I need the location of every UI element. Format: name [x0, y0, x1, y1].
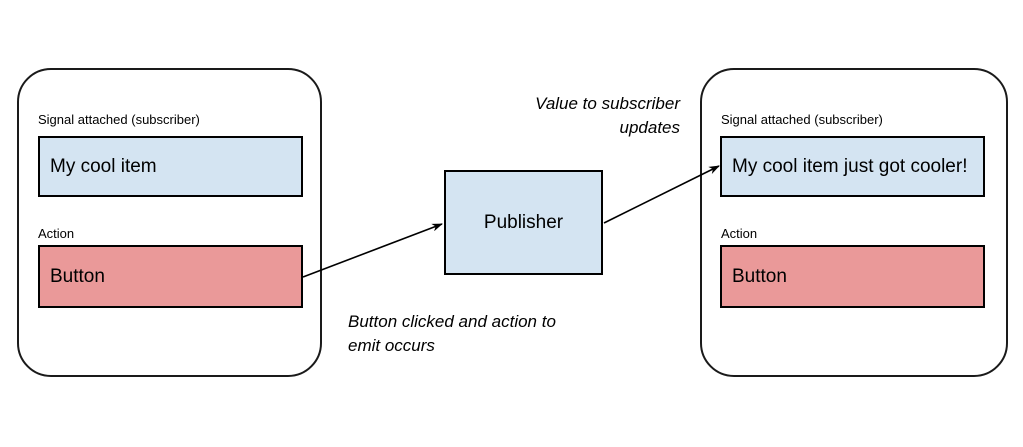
panel-after — [700, 68, 1008, 377]
annotation-button-clicked-line1: Button clicked and action to — [348, 312, 556, 331]
publisher-label: Publisher — [483, 211, 564, 233]
signal-value-box-after: My cool item just got cooler! — [720, 136, 985, 197]
panel-before — [17, 68, 322, 377]
action-button-after[interactable]: Button — [720, 245, 985, 308]
signal-value-box-before: My cool item — [38, 136, 303, 197]
action-button-before[interactable]: Button — [38, 245, 303, 308]
annotation-value-updates-line2: updates — [619, 118, 681, 137]
action-label-before: Action — [38, 226, 75, 241]
signal-value-text-before: My cool item — [50, 155, 157, 177]
annotation-value-updates: Value to subscriber updates — [460, 92, 680, 140]
publisher-box: Publisher — [444, 170, 603, 275]
annotation-value-updates-line1: Value to subscriber — [535, 94, 680, 113]
signal-label-before: Signal attached (subscriber) — [38, 112, 200, 127]
signal-label-after: Signal attached (subscriber) — [721, 112, 883, 127]
action-label-after: Action — [721, 226, 758, 241]
arrow-publisher-to-subscriber — [603, 165, 720, 224]
signal-value-text-after: My cool item just got cooler! — [732, 155, 968, 177]
action-button-text-after: Button — [732, 265, 787, 287]
arrow-button-to-publisher — [302, 223, 443, 278]
annotation-button-clicked-line2: emit occurs — [348, 336, 435, 355]
action-button-text-before: Button — [50, 265, 105, 287]
annotation-button-clicked: Button clicked and action to emit occurs — [348, 310, 648, 358]
